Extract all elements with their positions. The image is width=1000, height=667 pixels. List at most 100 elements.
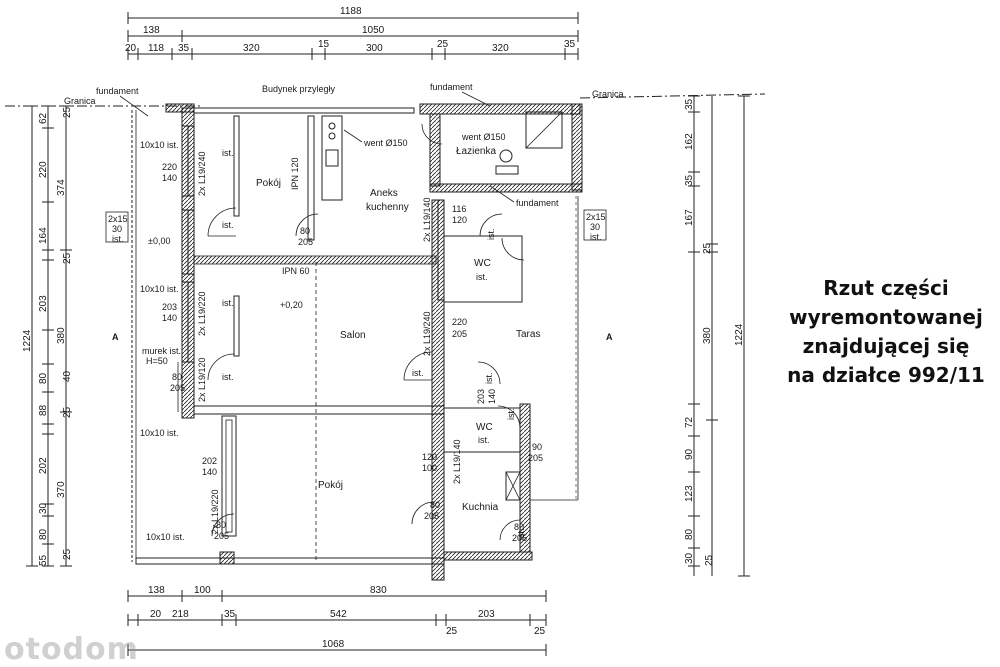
side-mark-r3: ist. [590, 232, 602, 242]
dim-top-c2: 118 [148, 43, 164, 54]
neighbor-building-label: Budynek przyległy [262, 84, 336, 94]
dim-right-1: 35 [684, 98, 695, 110]
beam-ipn60: IPN 60 [282, 266, 310, 276]
opening-4a: 202 [202, 456, 217, 466]
opening-1a: 220 [162, 162, 177, 172]
dim-bottom-b2: 218 [172, 609, 189, 620]
opening-4b: 140 [202, 467, 217, 477]
room-lazienka: Łazienka [456, 146, 496, 157]
dim-bottom-a1: 138 [148, 585, 165, 596]
ist-8: ist. [506, 408, 516, 420]
lintel-labels: 2x L19/240 2x L19/220 2x L19/120 2x L19/… [197, 151, 462, 534]
dim-left-7: 40 [62, 370, 73, 382]
lintel-4: 2x L19/220 [210, 489, 220, 534]
lintel-2: 2x L19/220 [197, 291, 207, 336]
dim-bottom-b5: 25 [446, 626, 458, 637]
post-2: 10x10 ist. [140, 284, 179, 294]
dim-top-c3: 35 [178, 43, 190, 54]
opening-3b: 205 [170, 383, 185, 393]
dim-right-2: 162 [684, 133, 695, 150]
side-mark-l1: 2x15 [108, 214, 128, 224]
dim-top-total: 1188 [340, 6, 362, 17]
foundation-label-3: fundament [516, 198, 559, 208]
dim-top-c8: 320 [492, 43, 509, 54]
opening-5a: 80 [216, 520, 226, 530]
wall-note-1: murek ist. [142, 346, 181, 356]
dim-left-8: 80 [38, 372, 49, 384]
bottom-dimensions: 138 100 830 20 218 35 542 25 203 25 1068 [127, 585, 547, 656]
dim-left-6: 203 [38, 295, 49, 312]
floor-plan: 1188 138 1050 20 118 35 320 15 300 25 32… [5, 6, 766, 656]
dim-right-mid2: 380 [702, 327, 713, 344]
dim-top-b: 1050 [362, 25, 385, 36]
vent-label-2: went Ø150 [461, 132, 506, 142]
opening-13a: 80 [514, 522, 524, 532]
level-0: ±0,00 [148, 236, 170, 246]
wall-note-2: H=50 [146, 356, 168, 366]
walls [131, 103, 583, 581]
ist-marks: ist. ist. ist. ist. ist. ist. ist. ist. … [222, 148, 526, 540]
annotations: went Ø150 went Ø150 ±0,00 +0,20 A A IPN … [112, 129, 613, 542]
section-mark-left: A [112, 332, 119, 342]
right-dimensions: 1224 25 380 35 162 35 167 72 90 123 80 3… [684, 95, 750, 577]
dim-right-mid1: 25 [702, 242, 713, 254]
dim-bottom-b7: 25 [534, 626, 546, 637]
section-mark-right: A [606, 332, 613, 342]
dim-right-3: 35 [684, 174, 695, 186]
dim-bottom-b6: 203 [478, 609, 495, 620]
dim-bottom-a3: 830 [370, 585, 387, 596]
dim-top-c7: 25 [437, 39, 449, 50]
dim-left-12: 30 [38, 502, 49, 514]
boundary-label-left: Granica [64, 96, 96, 106]
dim-left-mid3: 370 [56, 481, 67, 498]
opening-8b: 205 [452, 329, 467, 339]
dim-right-10: 25 [704, 554, 715, 566]
level-20: +0,20 [280, 300, 303, 310]
beam-ipn120: IPN 120 [290, 157, 300, 190]
opening-10a: 120 [422, 452, 437, 462]
room-pokoj-lower: Pokój [318, 480, 343, 491]
dim-left-11: 202 [38, 457, 49, 474]
ist-9: ist. [516, 528, 526, 540]
opening-7a: 116 [452, 204, 466, 214]
dim-left-4: 164 [38, 227, 49, 244]
ist-5: ist. [412, 368, 424, 378]
room-pokoj-upper: Pokój [256, 178, 281, 189]
room-wc2-label: WC [476, 422, 493, 433]
ist-7: ist. [484, 372, 494, 384]
opening-8a: 220 [452, 317, 467, 327]
foundation-label-2: fundament [430, 82, 473, 92]
dim-right-6: 90 [684, 448, 695, 460]
caption-line-4: na działce 992/11 [787, 363, 985, 387]
ist-4: ist. [222, 372, 234, 382]
room-labels: Pokój Aneks kuchenny Salon Taras Pokój K… [256, 146, 540, 513]
dim-left-2: 25 [62, 106, 73, 118]
dim-left-outer: 1224 [22, 329, 33, 352]
post-4: 10x10 ist. [146, 532, 185, 542]
foundation-label-1: fundament [96, 86, 139, 96]
room-wc1-ist: ist. [476, 272, 488, 282]
dim-left-13: 80 [38, 528, 49, 540]
dim-left-9: 88 [38, 404, 49, 416]
vent-label-1: went Ø150 [363, 138, 408, 148]
dim-left-15: 25 [62, 548, 73, 560]
opening-1b: 140 [162, 173, 177, 183]
caption-line-2: wyremontowanej [789, 305, 983, 329]
opening-13b: 205 [512, 533, 527, 543]
opening-9a: 203 [476, 389, 486, 404]
room-aneks-line2: kuchenny [366, 202, 409, 213]
top-dimensions: 1188 138 1050 20 118 35 320 15 300 25 32… [125, 6, 579, 60]
dim-right-9: 30 [684, 552, 695, 564]
dim-right-outer: 1224 [734, 323, 745, 346]
opening-6b: 205 [298, 237, 313, 247]
lintel-5: 2x L19/140 [422, 197, 432, 242]
opening-sizes: 220 140 203 140 80 205 202 140 80 205 80… [162, 162, 543, 543]
dim-right-8: 80 [684, 528, 695, 540]
dim-top-c9: 35 [564, 39, 576, 50]
post-1: 10x10 ist. [140, 140, 179, 150]
opening-5b: 205 [214, 531, 229, 541]
opening-11a: 90 [532, 442, 542, 452]
dim-right-4: 167 [684, 209, 695, 226]
opening-7b: 120 [452, 215, 467, 225]
opening-12b: 205 [424, 511, 439, 521]
